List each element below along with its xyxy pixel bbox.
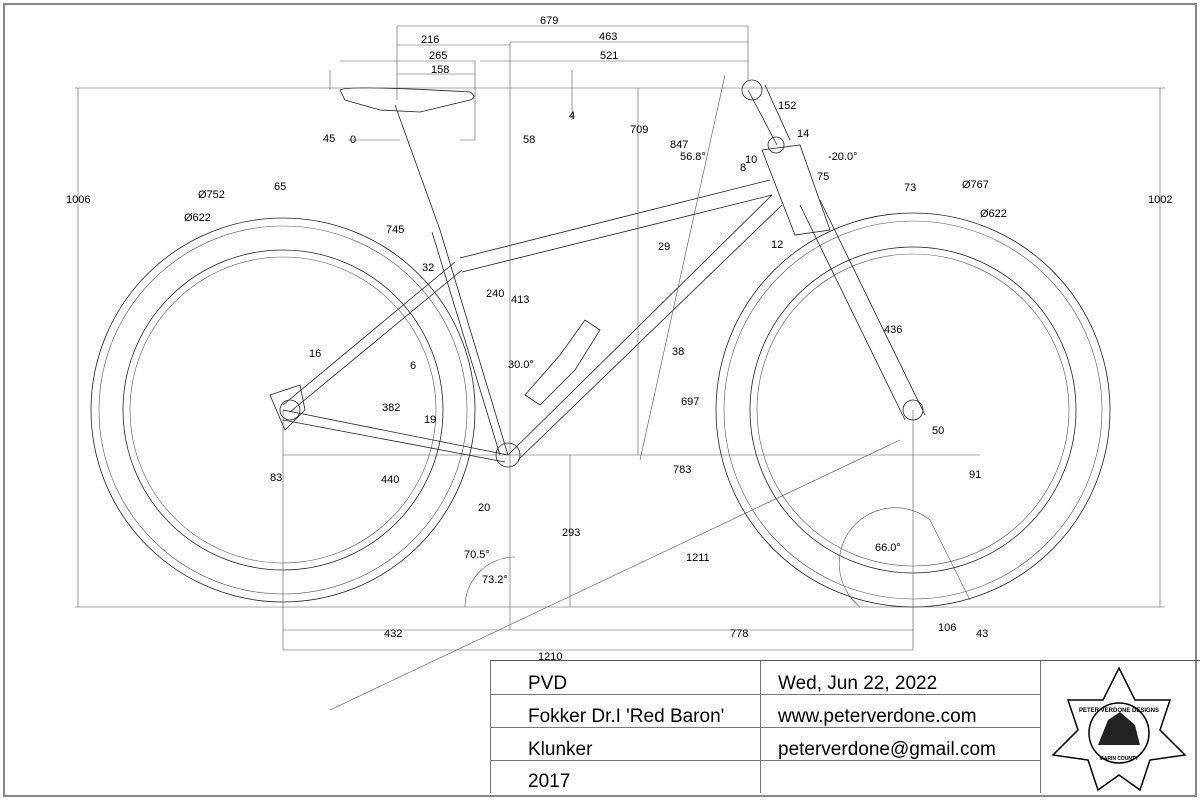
dim-432: 432 bbox=[384, 628, 402, 640]
dim-56-8: 56.8° bbox=[680, 151, 706, 163]
dim-6: 6 bbox=[410, 360, 416, 372]
dim-382: 382 bbox=[382, 402, 400, 414]
dim-32: 32 bbox=[422, 262, 434, 274]
dim-4: 4 bbox=[569, 110, 575, 122]
dim-73-2: 73.2° bbox=[482, 574, 508, 586]
bike-type: Klunker bbox=[528, 739, 593, 760]
dim-50: 50 bbox=[932, 425, 944, 437]
dim-30: 30.0° bbox=[508, 359, 534, 371]
dim-436: 436 bbox=[884, 324, 902, 336]
dim-847: 847 bbox=[670, 139, 688, 151]
dim-58: 58 bbox=[523, 134, 535, 146]
dim-front-outer: Ø767 bbox=[962, 179, 989, 191]
designer: PVD bbox=[528, 673, 568, 694]
dim-521: 521 bbox=[600, 50, 618, 62]
dim-83: 83 bbox=[270, 472, 282, 484]
dim-463: 463 bbox=[599, 31, 617, 43]
frame bbox=[269, 79, 926, 468]
dimension-lines bbox=[75, 25, 1165, 711]
dim-45: 45 bbox=[323, 133, 335, 145]
email: peterverdone@gmail.com bbox=[778, 739, 996, 760]
dim-38: 38 bbox=[672, 346, 684, 358]
dim-783: 783 bbox=[673, 464, 691, 476]
dim-12: 12 bbox=[771, 239, 783, 251]
dim-709: 709 bbox=[630, 124, 648, 136]
logo-subtext: MARIN COUNTY bbox=[1100, 756, 1140, 762]
dim-679: 679 bbox=[540, 15, 558, 27]
dim-75: 75 bbox=[817, 171, 829, 183]
dim-43: 43 bbox=[976, 628, 988, 640]
dim-1006: 1006 bbox=[66, 194, 90, 206]
dim-20: 20 bbox=[478, 502, 490, 514]
model: Fokker Dr.I 'Red Baron' bbox=[528, 706, 725, 727]
dim-0: 0 bbox=[350, 134, 356, 146]
date: Wed, Jun 22, 2022 bbox=[778, 673, 938, 694]
dim-19: 19 bbox=[424, 414, 436, 426]
dim-10: 10 bbox=[745, 154, 757, 166]
dim-745: 745 bbox=[386, 224, 404, 236]
dim-413: 413 bbox=[511, 294, 529, 306]
dim-14: 14 bbox=[797, 128, 809, 140]
dim-front-rim: Ø622 bbox=[980, 208, 1007, 220]
year: 2017 bbox=[528, 771, 571, 792]
border bbox=[3, 3, 1197, 797]
dim-697: 697 bbox=[681, 396, 699, 408]
dim-stem-angle: -20.0° bbox=[828, 151, 857, 163]
dim-216: 216 bbox=[421, 34, 439, 46]
dim-rear-rim: Ø622 bbox=[184, 212, 211, 224]
dim-240: 240 bbox=[486, 288, 504, 300]
dimension-labels: 679 216 463 265 521 158 4 45 0 58 709 84… bbox=[66, 15, 1172, 663]
dim-1211: 1211 bbox=[686, 552, 710, 564]
dim-1002: 1002 bbox=[1148, 194, 1172, 206]
website: www.peterverdone.com bbox=[778, 706, 977, 727]
dim-70-5: 70.5° bbox=[464, 549, 490, 561]
dim-rear-outer: Ø752 bbox=[198, 189, 225, 201]
logo-badge: PETER VERDONE DESIGNS MARIN COUNTY bbox=[1051, 666, 1187, 792]
dim-152: 152 bbox=[778, 100, 796, 112]
dim-16: 16 bbox=[309, 348, 321, 360]
dim-158: 158 bbox=[431, 64, 449, 76]
dim-440: 440 bbox=[381, 474, 399, 486]
dim-8: 8 bbox=[740, 162, 746, 174]
dim-778: 778 bbox=[730, 628, 748, 640]
dim-65: 65 bbox=[274, 181, 286, 193]
dim-66: 66.0° bbox=[875, 542, 901, 554]
title-block: PVD Wed, Jun 22, 2022 Fokker Dr.I 'Red B… bbox=[490, 660, 1200, 793]
dim-91: 91 bbox=[969, 469, 981, 481]
dim-265: 265 bbox=[429, 50, 447, 62]
dim-29: 29 bbox=[658, 241, 670, 253]
logo-text: PETER VERDONE DESIGNS bbox=[1079, 708, 1159, 714]
dim-73: 73 bbox=[904, 182, 916, 194]
dim-293: 293 bbox=[562, 527, 580, 539]
dim-106: 106 bbox=[938, 622, 956, 634]
